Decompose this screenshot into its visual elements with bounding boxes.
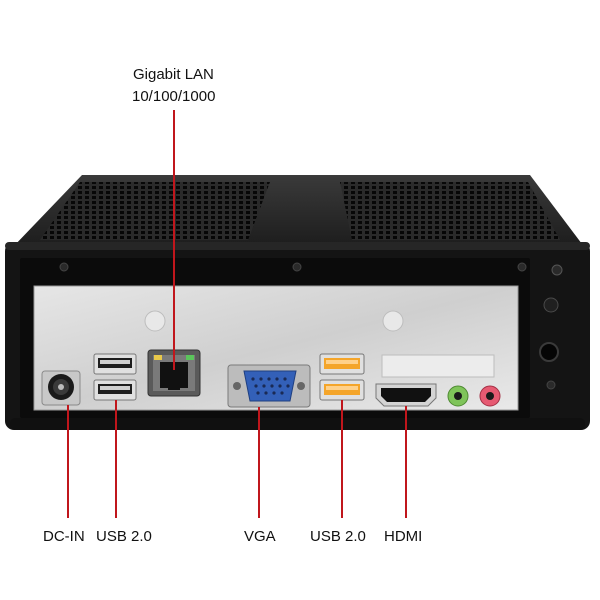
gigabit-lan-speeds-label: 10/100/1000 xyxy=(132,88,216,105)
dc-in-label: DC-IN xyxy=(43,528,85,545)
usb-left-label: USB 2.0 xyxy=(96,528,152,545)
usb-port-left-bottom xyxy=(93,379,137,401)
ethernet-port xyxy=(147,349,201,397)
audio-jack-green xyxy=(447,385,469,407)
gigabit-lan-label: Gigabit LAN xyxy=(133,66,214,83)
usb-port-right-top xyxy=(319,353,365,375)
callout-lines xyxy=(67,110,407,518)
usb-right-label: USB 2.0 xyxy=(310,528,366,545)
chassis-bottom-edge xyxy=(10,418,585,430)
usb-port-right-bottom xyxy=(319,379,365,401)
audio-jack-pink xyxy=(479,385,501,407)
chassis-screws xyxy=(59,262,563,390)
hdmi-port xyxy=(375,383,437,407)
usb-port-left-top xyxy=(93,353,137,375)
vga-label: VGA xyxy=(244,528,276,545)
dc-in-port xyxy=(41,370,81,406)
chassis-top xyxy=(12,175,585,248)
vga-port xyxy=(227,364,311,408)
hdmi-label: HDMI xyxy=(384,528,423,545)
